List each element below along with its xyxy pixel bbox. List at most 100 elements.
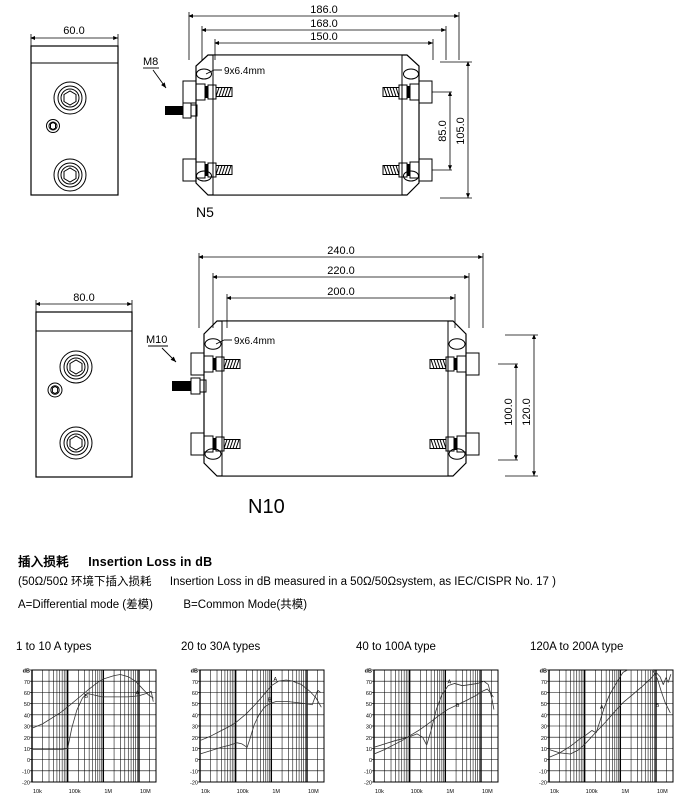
- series-label-B: B: [268, 697, 272, 703]
- n5-width-dim-text: 60.0: [63, 25, 84, 37]
- insertion-loss-note-en: Insertion Loss in dB measured in a 50Ω/5…: [169, 576, 556, 588]
- n5-dim-150: 150.0: [310, 31, 338, 43]
- series-line-A: [199, 679, 322, 741]
- y-tick-label: 60: [541, 691, 547, 697]
- x-tick-label: 1M: [104, 789, 112, 795]
- y-tick-label: 70: [366, 680, 372, 686]
- y-tick-label: dB: [191, 669, 198, 675]
- n10-hole-text: 9x6.4mm: [234, 336, 275, 347]
- chart-title-1: 20 to 30A types: [181, 641, 261, 653]
- drawing-n10: [35, 253, 538, 478]
- n10-dim-240: 240.0: [327, 245, 355, 257]
- series-label-A: A: [600, 705, 604, 711]
- y-tick-label: 30: [24, 725, 30, 731]
- series-line-A: [548, 669, 671, 758]
- x-tick-label: 10M: [482, 789, 493, 795]
- series-line-B: [548, 671, 672, 755]
- series-label-B: B: [456, 703, 460, 709]
- y-tick-label: 70: [24, 680, 30, 686]
- x-tick-label: 10M: [140, 789, 151, 795]
- y-tick-label: 10: [192, 747, 198, 753]
- series-label-B: B: [656, 703, 660, 709]
- x-tick-label: 1M: [272, 789, 280, 795]
- y-tick-label: 0: [544, 758, 547, 764]
- n10-dim-100: 100.0: [503, 398, 515, 426]
- y-tick-label: -20: [364, 781, 372, 787]
- n5-dim-186: 186.0: [310, 4, 338, 16]
- series-line-A: [373, 680, 495, 748]
- series-label-B: B: [84, 694, 88, 700]
- x-tick-label: 1M: [621, 789, 629, 795]
- y-tick-label: -20: [190, 781, 198, 787]
- n10-vertical-dimensions: [498, 334, 538, 477]
- y-tick-label: 60: [192, 691, 198, 697]
- y-tick-label: dB: [365, 669, 372, 675]
- y-tick-label: -10: [539, 769, 547, 775]
- x-tick-label: 100k: [411, 789, 423, 795]
- n5-m8-callout: [143, 67, 167, 89]
- y-tick-label: 70: [192, 680, 198, 686]
- insertion-loss-modes: A=Differential mode (差模) B=Common Mode(共…: [18, 596, 307, 612]
- y-tick-label: 10: [366, 747, 372, 753]
- x-tick-label: 10k: [201, 789, 210, 795]
- series-line-B: [373, 688, 494, 755]
- y-tick-label: 10: [24, 747, 30, 753]
- x-tick-label: 100k: [69, 789, 81, 795]
- y-tick-label: 40: [366, 713, 372, 719]
- insertion-loss-note-cn: (50Ω/50Ω 环境下插入损耗: [18, 576, 152, 588]
- y-tick-label: 30: [541, 725, 547, 731]
- series-label-A: A: [136, 691, 140, 697]
- y-tick-label: 0: [27, 758, 30, 764]
- y-tick-label: -10: [364, 769, 372, 775]
- n5-hole-callout: [205, 69, 222, 75]
- x-tick-label: 10k: [33, 789, 42, 795]
- x-tick-label: 10k: [550, 789, 559, 795]
- y-tick-label: 50: [192, 702, 198, 708]
- n10-width-dimension: [35, 300, 133, 312]
- n5-ground-stud: [46, 119, 60, 133]
- x-tick-label: 100k: [237, 789, 249, 795]
- chart-title-0: 1 to 10 A types: [16, 641, 92, 653]
- n10-side-view: [35, 300, 133, 478]
- n10-horizontal-dimensions: [198, 253, 484, 328]
- n5-side-view: [30, 34, 119, 196]
- insertion-loss-heading-en: Insertion Loss in dB: [88, 555, 213, 569]
- y-tick-label: 40: [24, 713, 30, 719]
- drawing-n5: [30, 12, 472, 199]
- series-line-B: [31, 690, 154, 750]
- y-tick-label: 60: [24, 691, 30, 697]
- x-tick-label: 100k: [586, 789, 598, 795]
- mode-a-label: A=Differential mode (差模): [18, 599, 153, 611]
- n10-plan-view: [148, 253, 538, 477]
- y-tick-label: -20: [22, 781, 30, 787]
- n10-dim-220: 220.0: [327, 265, 355, 277]
- n5-plan-view: [143, 12, 472, 199]
- n10-dim-120: 120.0: [521, 398, 533, 426]
- n5-dim-168: 168.0: [310, 18, 338, 30]
- insertion-loss-heading-cn: 插入损耗: [18, 555, 69, 569]
- n5-dim-105: 105.0: [455, 117, 467, 145]
- n10-ground-stud: [47, 382, 63, 398]
- x-tick-label: 10M: [308, 789, 319, 795]
- n5-hole-text: 9x6.4mm: [224, 66, 265, 77]
- y-tick-label: 50: [366, 702, 372, 708]
- series-line-A: [31, 674, 154, 729]
- x-tick-label: 10k: [375, 789, 384, 795]
- mode-b-label: B=Common Mode(共模): [183, 599, 308, 611]
- y-tick-label: 0: [369, 758, 372, 764]
- y-tick-label: 20: [24, 736, 30, 742]
- n10-hole-callout: [215, 339, 232, 345]
- n5-dim-85: 85.0: [437, 120, 449, 141]
- y-tick-label: 30: [192, 725, 198, 731]
- y-tick-label: 60: [366, 691, 372, 697]
- y-tick-label: 40: [192, 713, 198, 719]
- insertion-loss-heading: 插入损耗 Insertion Loss in dB: [18, 551, 212, 570]
- n10-dim-200: 200.0: [327, 286, 355, 298]
- y-tick-label: 20: [192, 736, 198, 742]
- y-tick-label: 0: [195, 758, 198, 764]
